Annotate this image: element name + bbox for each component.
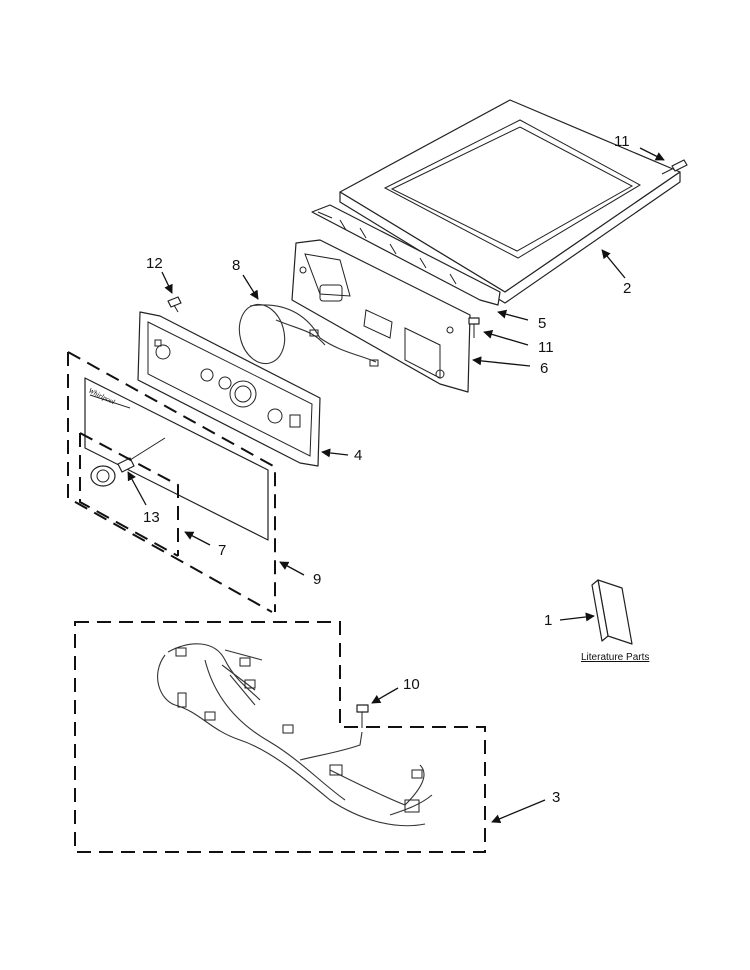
literature-booklet — [591, 579, 633, 645]
console-housing — [291, 239, 471, 393]
callout-5: 5 — [538, 315, 546, 332]
callout-3: 3 — [552, 789, 560, 806]
leader-lines — [127, 147, 665, 824]
screw-12 — [167, 296, 182, 313]
callout-1: 1 — [544, 612, 552, 629]
callout-9: 9 — [313, 571, 321, 588]
assembly-outline-7 — [79, 432, 179, 557]
console-front-panel — [137, 311, 321, 467]
callout-12: 12 — [146, 255, 163, 272]
assembly-outline-9 — [67, 351, 276, 613]
mounting-bracket — [311, 204, 501, 306]
callout-8: 8 — [232, 257, 240, 274]
callout-10: 10 — [403, 676, 420, 693]
callout-2: 2 — [623, 280, 631, 297]
callout-13: 13 — [143, 509, 160, 526]
literature-parts-label: Literature Parts — [581, 652, 649, 663]
screw-10 — [356, 704, 369, 728]
callout-6: 6 — [540, 360, 548, 377]
callout-labels: 11 2 5 11 6 4 8 12 13 7 9 10 3 1 Literat… — [143, 133, 649, 806]
top-panel — [339, 99, 681, 304]
callout-11-lower: 11 — [538, 339, 554, 356]
screw-11-lower — [468, 317, 480, 338]
callout-4: 4 — [354, 447, 362, 464]
screw-11-upper — [661, 159, 688, 175]
wire-harness-ring — [238, 303, 379, 367]
callout-7: 7 — [218, 542, 226, 559]
console-overlay: Whirlpool — [84, 377, 269, 541]
wiring-harness-outline — [74, 621, 486, 853]
knob — [90, 437, 166, 487]
callout-11-upper: 11 — [614, 133, 630, 150]
wiring-harness — [157, 643, 433, 827]
